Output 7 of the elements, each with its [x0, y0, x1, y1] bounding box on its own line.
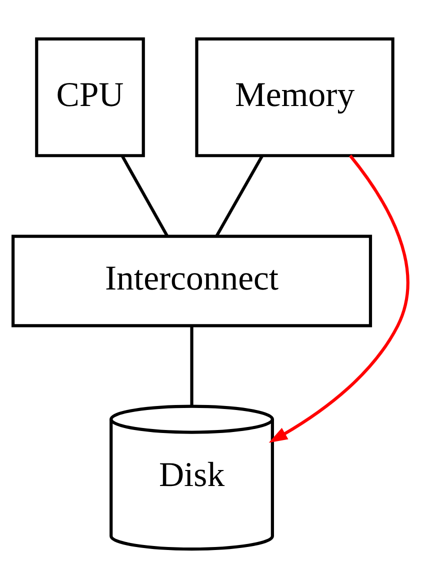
connector [215, 155, 264, 237]
node-box: Memory [195, 37, 394, 158]
arrow [268, 154, 410, 443]
node-box: CPU [35, 37, 145, 158]
node-box: Interconnect [12, 234, 372, 328]
connector [120, 155, 169, 237]
connector [190, 326, 194, 406]
